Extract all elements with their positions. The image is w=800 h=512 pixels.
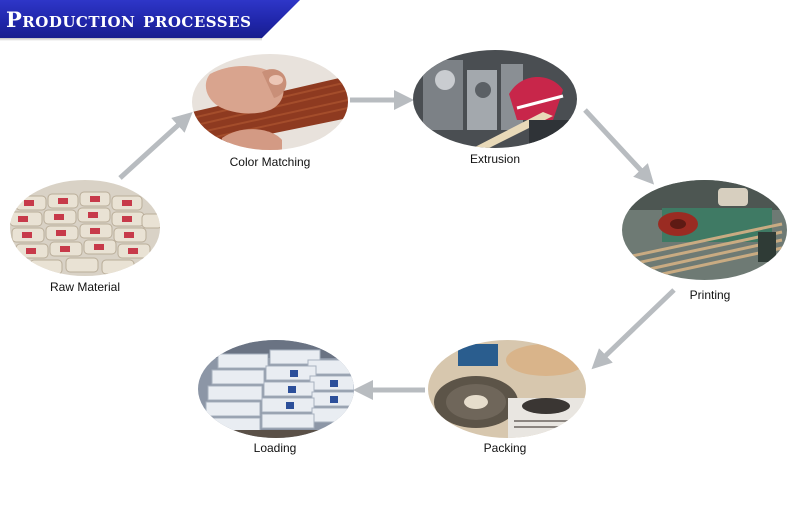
arrow-extrusion-to-printing: [583, 108, 655, 185]
header-banner-shadow: [0, 38, 262, 41]
step-label-printing: Printing: [689, 288, 731, 302]
extrusion-machine-photo: [413, 50, 577, 148]
step-label-loading: Loading: [253, 441, 297, 455]
tape-rolls-photo: [428, 340, 586, 438]
arrow-raw-to-color: [118, 111, 193, 180]
cement-bags-photo: [10, 180, 160, 276]
printing-machine-photo: [622, 180, 787, 280]
stacked-boxes-photo: [198, 340, 354, 438]
header-banner: [0, 0, 300, 38]
wood-edge-strip-photo: [192, 54, 348, 150]
arrow-printing-to-packing: [591, 288, 676, 370]
page-title: Production processes: [6, 7, 252, 32]
step-label-extrusion: Extrusion: [469, 152, 521, 166]
step-label-raw-material: Raw Material: [49, 280, 121, 294]
step-label-color-matching: Color Matching: [229, 155, 311, 169]
step-label-packing: Packing: [483, 441, 527, 455]
